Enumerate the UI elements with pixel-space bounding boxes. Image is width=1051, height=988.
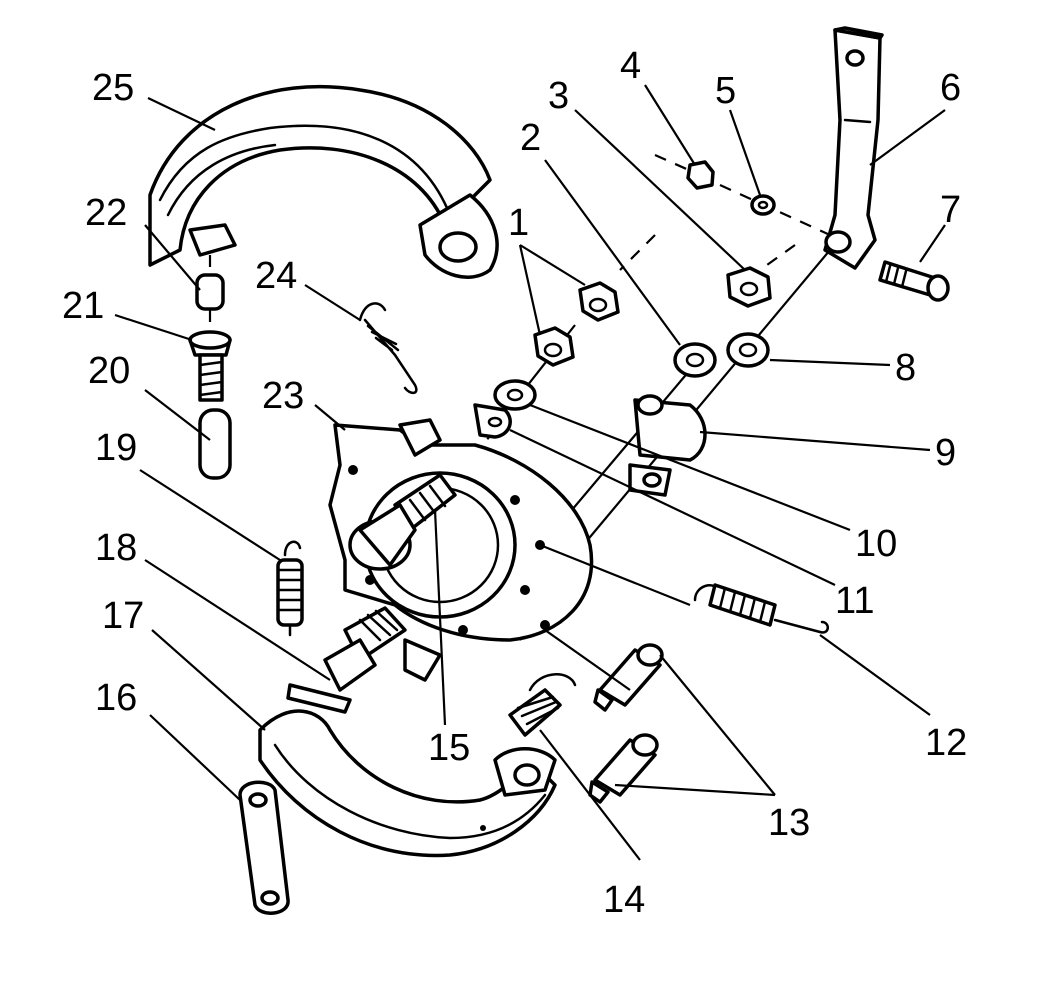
callout-10: 10 [855, 523, 897, 565]
callout-3: 3 [548, 75, 569, 117]
callout-24: 24 [255, 255, 297, 297]
long-spring [693, 583, 829, 634]
callout-19: 19 [95, 427, 137, 469]
upper-brake-shoe [148, 84, 499, 279]
pivot-bolt [878, 260, 950, 302]
callout-22: 22 [85, 192, 127, 234]
callout-2: 2 [520, 117, 541, 159]
callout-12: 12 [925, 722, 967, 764]
mounting-bolt [348, 473, 457, 571]
nut-4-washer-5 [686, 160, 776, 216]
callout-23: 23 [262, 375, 304, 417]
callout-15: 15 [428, 727, 470, 769]
left-spring [276, 540, 304, 637]
callout-20: 20 [88, 350, 130, 392]
callout-18: 18 [95, 527, 137, 569]
callout-17: 17 [102, 595, 144, 637]
parking-brake-lever [823, 26, 884, 270]
nuts-1 [533, 281, 620, 367]
callout-11: 11 [835, 580, 874, 622]
washers-2-8 [673, 332, 770, 378]
callout-9: 9 [935, 432, 956, 474]
leader-lines [114, 84, 946, 861]
callout-7: 7 [940, 189, 961, 231]
callout-5: 5 [715, 70, 736, 112]
callout-1: 1 [508, 202, 529, 244]
callout-8: 8 [895, 347, 916, 389]
adjuster-strut [286, 606, 442, 714]
callout-14: 14 [603, 879, 645, 921]
adjuster-cap [195, 273, 225, 311]
lever-bracket [628, 394, 707, 497]
callout-21: 21 [62, 285, 104, 327]
callout-6: 6 [940, 67, 961, 109]
lower-brake-shoe [258, 709, 557, 858]
callout-4: 4 [620, 45, 641, 87]
callout-labels: 1 2 3 4 5 6 7 8 9 10 11 12 13 14 15 16 1… [62, 45, 967, 921]
small-washers [473, 379, 537, 439]
small-spring [508, 673, 577, 737]
adjuster-screw [198, 353, 224, 402]
nut-3 [726, 266, 772, 308]
upper-return-spring [358, 302, 418, 395]
callout-13: 13 [768, 802, 810, 844]
cylinder-pistons [588, 643, 664, 804]
link-plate [238, 780, 290, 915]
callout-25: 25 [92, 67, 134, 109]
adjuster-stack [188, 255, 232, 480]
adjuster-socket [198, 408, 232, 480]
callout-16: 16 [95, 677, 137, 719]
